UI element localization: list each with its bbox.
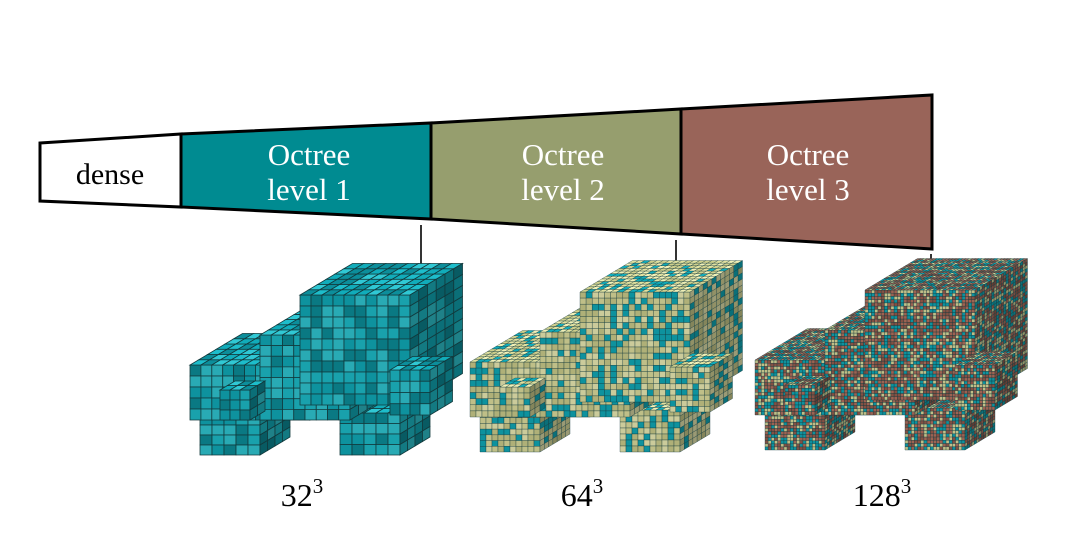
resolution-64-exponent: 3 — [593, 474, 604, 498]
resolution-64-base: 64 — [561, 477, 593, 513]
stage-level2-label-line1: Octree — [522, 137, 605, 172]
resolution-label-64: 643 — [561, 474, 604, 513]
resolution-32-base: 32 — [281, 477, 313, 513]
stage-dense-label: dense — [76, 158, 144, 191]
resolution-128-base: 128 — [853, 477, 901, 513]
resolution-32-exponent: 3 — [313, 474, 324, 498]
voxel-car-64-image — [470, 261, 743, 453]
stage-level1-label-line1: Octree — [268, 137, 351, 172]
stage-level3-label-line1: Octree — [767, 137, 850, 172]
stage-level1-label-line2: level 1 — [267, 172, 351, 207]
voxel-car-128-image — [755, 259, 1028, 451]
resolution-128-exponent: 3 — [901, 474, 912, 498]
stage-level3-label-line2: level 3 — [766, 172, 850, 207]
voxel-car-32-image — [190, 264, 463, 456]
resolution-label-128: 1283 — [853, 474, 912, 513]
resolution-label-32: 323 — [281, 474, 324, 513]
stage-level2-label-line2: level 2 — [521, 172, 605, 207]
